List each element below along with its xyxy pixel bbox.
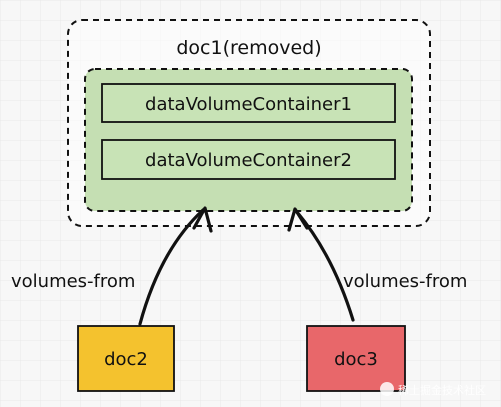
node-doc3-box (306, 325, 406, 392)
arrow-line-left (138, 208, 205, 326)
node-doc3-label: doc3 (334, 349, 378, 370)
node-doc2: doc2 (77, 325, 175, 392)
arrow-doc2-volumes-from (138, 206, 213, 326)
volume-container-2-box (101, 139, 396, 180)
node-doc3: doc3 (306, 325, 406, 392)
outer-container-label: doc1(removed) (176, 37, 321, 59)
volume-container-1: dataVolumeContainer1 (101, 83, 396, 123)
arrow-head-right (287, 207, 309, 232)
watermark-text: 稀土掘金技术社区 (398, 383, 486, 397)
arrow-doc3-volumes-from (287, 207, 355, 322)
volume-container-2-label: dataVolumeContainer2 (145, 150, 352, 171)
volume-container-1-box (101, 83, 396, 123)
node-doc2-box (77, 325, 175, 392)
arrow-label-right: volumes-from (343, 271, 467, 292)
arrow-label-left: volumes-from (11, 271, 135, 292)
node-doc2-label: doc2 (104, 349, 148, 370)
watermark: 稀土掘金技术社区 (380, 382, 486, 397)
watermark-logo-icon (380, 382, 394, 396)
arrow-head-left (192, 206, 213, 233)
volume-container-2: dataVolumeContainer2 (101, 139, 396, 180)
volume-container-1-label: dataVolumeContainer1 (145, 94, 352, 115)
